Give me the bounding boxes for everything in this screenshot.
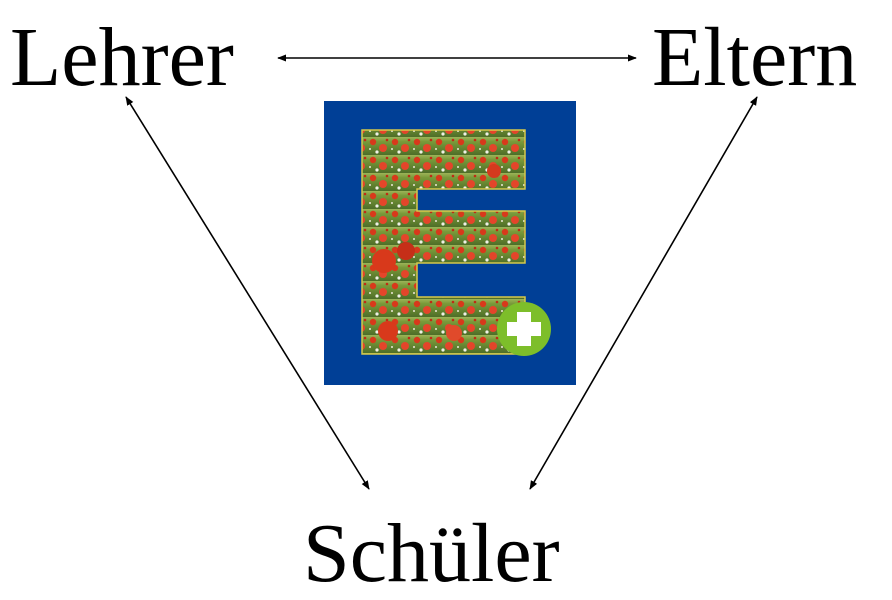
arrow-teacher-students xyxy=(125,96,370,490)
node-label-students: Schüler xyxy=(303,507,560,600)
node-label-parents: Eltern xyxy=(652,11,858,104)
plus-badge-icon xyxy=(497,302,551,356)
arrow-parents-students xyxy=(529,96,758,490)
logo xyxy=(324,101,576,385)
letter-e-icon xyxy=(361,129,526,355)
node-label-teacher: Lehrer xyxy=(10,11,234,104)
